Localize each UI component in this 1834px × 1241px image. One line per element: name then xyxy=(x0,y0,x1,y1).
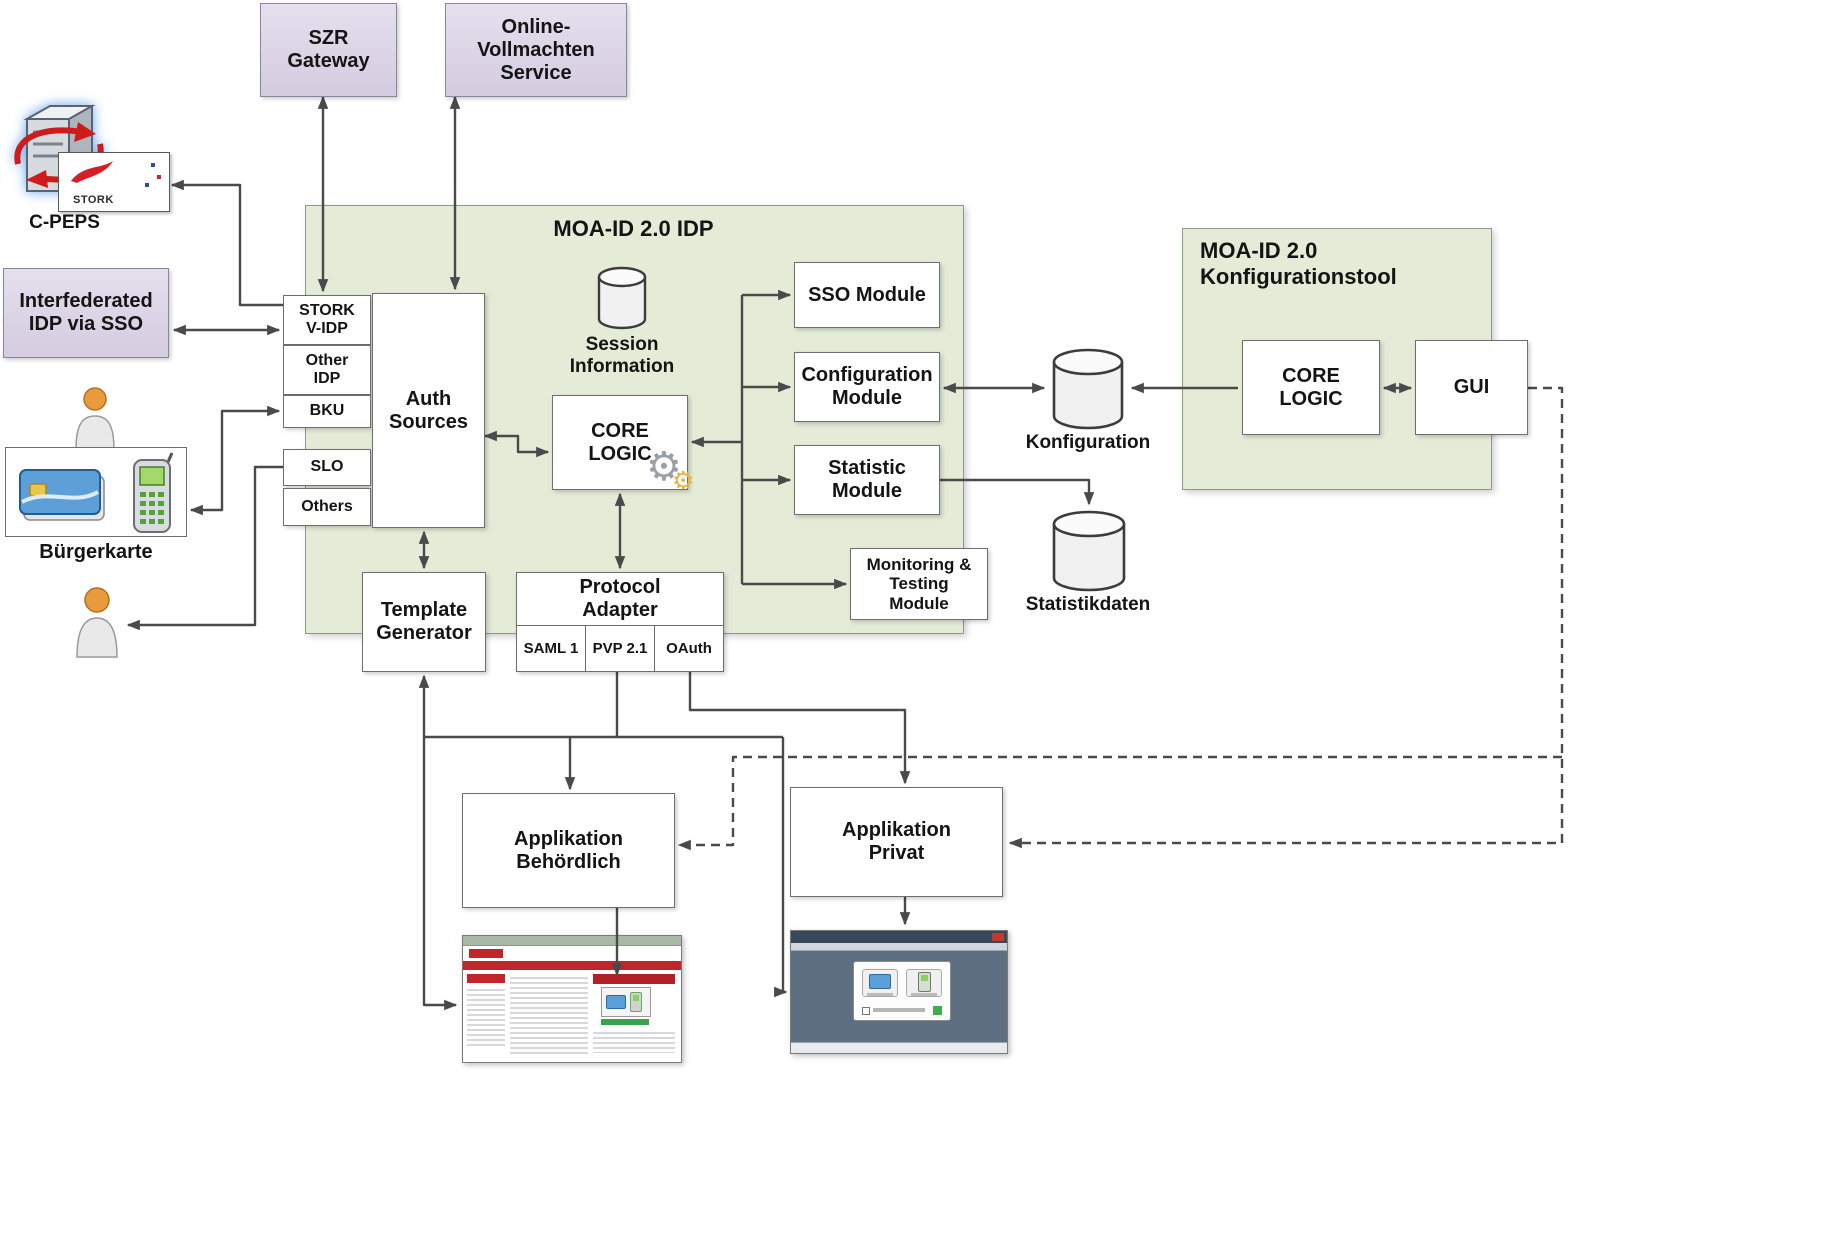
slo-box: SLO xyxy=(283,449,371,486)
interfederated-idp-box: Interfederated IDP via SSO xyxy=(3,268,169,358)
arrow-slo-citizen xyxy=(126,465,283,631)
auth-sources-box: Auth Sources xyxy=(372,293,485,528)
phone-icon xyxy=(918,972,931,992)
card-icon xyxy=(606,995,626,1009)
window-titlebar xyxy=(791,931,1007,943)
statistic-module-box: Statistic Module xyxy=(794,445,940,515)
site-logo xyxy=(469,949,503,958)
right-column xyxy=(593,974,675,1056)
karte-button xyxy=(862,969,898,997)
online-vollmachten-box: Online-Vollmachten Service xyxy=(445,3,627,97)
session-information-label: Session Information xyxy=(569,334,675,377)
konfigtool-title: MOA-ID 2.0 Konfigurationstool xyxy=(1200,238,1397,289)
ok-icon xyxy=(933,1006,942,1015)
site-navbar xyxy=(463,961,681,970)
others-box: Others xyxy=(283,488,371,526)
sso-module-box: SSO Module xyxy=(794,262,940,328)
arrow-authsources-corelogic xyxy=(483,430,550,458)
close-icon xyxy=(992,933,1004,941)
app-privat-box: Applikation Privat xyxy=(790,787,1003,897)
statistikdaten-label: Statistikdaten xyxy=(1025,594,1151,615)
window-footer xyxy=(791,1042,1007,1053)
stork-vidp-box: STORK V-IDP xyxy=(283,295,371,345)
stork-badge: STORK xyxy=(58,152,170,212)
login-bar xyxy=(601,1019,649,1025)
saml1-box: SAML 1 xyxy=(517,626,586,671)
card-icon xyxy=(869,974,891,989)
dashed-gui-appbehoerdlich xyxy=(677,755,1562,851)
oauth-box: OAuth xyxy=(666,639,712,657)
window-menubar xyxy=(791,943,1007,951)
stork-bird-icon xyxy=(71,161,113,183)
template-generator-box: Template Generator xyxy=(362,572,486,672)
konfiguration-database-icon xyxy=(1052,348,1124,430)
statistikdaten-database-icon xyxy=(1052,510,1126,592)
gear-icon: ⚙⚙ xyxy=(646,445,695,495)
core-logic-box: CORE LOGIC xyxy=(552,395,688,490)
session-database-icon xyxy=(597,266,647,330)
content-skeleton xyxy=(510,974,588,1054)
phone-icon xyxy=(630,992,642,1012)
arrow-oauth-appprivat xyxy=(688,672,911,785)
monitoring-module-box: Monitoring & Testing Module xyxy=(850,548,988,620)
arrow-templategenerator-helpgv xyxy=(418,674,458,1011)
person-icon xyxy=(76,587,118,658)
bku-box: BKU xyxy=(283,395,371,428)
szr-gateway-box: SZR Gateway xyxy=(260,3,397,97)
protocol-adapter-box: Protocol Adapter SAML 1 PVP 2.1 OAuth xyxy=(516,572,724,672)
buergerkarte-box xyxy=(5,447,187,537)
pvp21-box: PVP 2.1 xyxy=(586,626,655,671)
arrow-statisticmodule-statistikdaten xyxy=(940,478,1095,506)
site-header xyxy=(463,946,681,961)
other-idp-box: Other IDP xyxy=(283,345,371,395)
helpgv-screenshot xyxy=(462,935,682,1063)
left-menu-skeleton xyxy=(467,974,505,1052)
person-icon xyxy=(75,387,115,450)
konfiguration-label: Konfiguration xyxy=(1025,432,1151,453)
app-behoerdlich-box: Applikation Behördlich xyxy=(462,793,675,908)
arrow-junction-bkuscreenshot xyxy=(774,737,788,998)
tool-core-logic-box: CORE LOGIC xyxy=(1242,340,1380,435)
arrow-bku-buergerkarte xyxy=(189,405,281,516)
bku-selection-screenshot xyxy=(790,930,1008,1054)
vertretung-checkbox-row xyxy=(862,1006,942,1015)
card-icon xyxy=(19,469,105,521)
phone-icon xyxy=(133,452,174,533)
handy-button xyxy=(906,969,942,997)
login-dialog xyxy=(853,961,951,1021)
gui-box: GUI xyxy=(1415,340,1528,435)
configuration-module-box: Configuration Module xyxy=(794,352,940,422)
arrow-storkvidp-cpeps xyxy=(170,179,283,307)
dashed-gui-appprivat xyxy=(1008,386,1564,849)
promo-block xyxy=(593,974,675,984)
idp-title: MOA-ID 2.0 IDP xyxy=(553,216,714,241)
checkbox-icon xyxy=(862,1007,870,1015)
bku-widget xyxy=(601,987,651,1017)
cpeps-label: C-PEPS xyxy=(29,212,100,233)
buergerkarte-label: Bürgerkarte xyxy=(39,541,153,563)
browser-chrome xyxy=(463,936,681,946)
